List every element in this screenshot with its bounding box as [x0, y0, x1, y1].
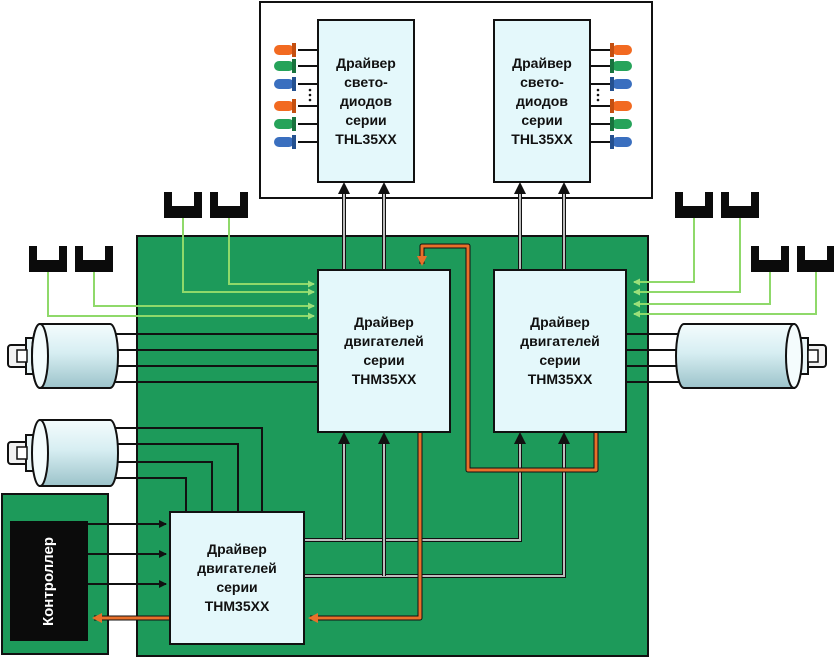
motor-left-top-icon: [7, 323, 119, 389]
controller-box: [10, 521, 88, 641]
led-orange-icon: [610, 99, 632, 113]
led-blue-icon: [610, 77, 632, 91]
led-green-icon: [274, 59, 296, 73]
motor-driver-3-box: [169, 511, 305, 645]
led-driver-1-box: [317, 19, 415, 183]
sensor-icon: [164, 192, 202, 218]
led-orange-icon: [274, 99, 296, 113]
sensor-icon: [75, 246, 113, 272]
motor-right-icon: [675, 323, 827, 389]
controller-label-wrap: Контроллер: [10, 521, 88, 641]
ellipsis-icon: [308, 88, 312, 102]
motor-driver-1-box: [317, 269, 451, 433]
led-group-right: [590, 43, 632, 149]
sensor-icon: [721, 192, 759, 218]
controller-label: Контроллер: [40, 536, 58, 626]
led-orange-icon: [274, 43, 296, 57]
feedback-lines: [92, 243, 599, 623]
led-green-icon: [610, 59, 632, 73]
motor-driver-2-box: [493, 269, 627, 433]
motor-left-bottom-icon: [7, 419, 119, 487]
sensor-icon: [797, 246, 834, 272]
led-blue-icon: [274, 77, 296, 91]
controller-signals: [88, 520, 167, 588]
bus-lines: [304, 190, 566, 578]
led-driver-2-box: [493, 19, 591, 183]
sensors: [29, 192, 834, 272]
led-blue-icon: [610, 135, 632, 149]
sensor-icon: [29, 246, 67, 272]
sensor-signal-lines: [47, 218, 817, 320]
led-green-icon: [610, 117, 632, 131]
led-orange-icon: [610, 43, 632, 57]
led-blue-icon: [274, 135, 296, 149]
bus-arrowheads: [338, 182, 570, 444]
led-green-icon: [274, 117, 296, 131]
sensor-icon: [210, 192, 248, 218]
led-group-left: [274, 43, 318, 149]
sensor-icon: [675, 192, 713, 218]
sensor-icon: [751, 246, 789, 272]
ellipsis-icon: [596, 88, 600, 102]
